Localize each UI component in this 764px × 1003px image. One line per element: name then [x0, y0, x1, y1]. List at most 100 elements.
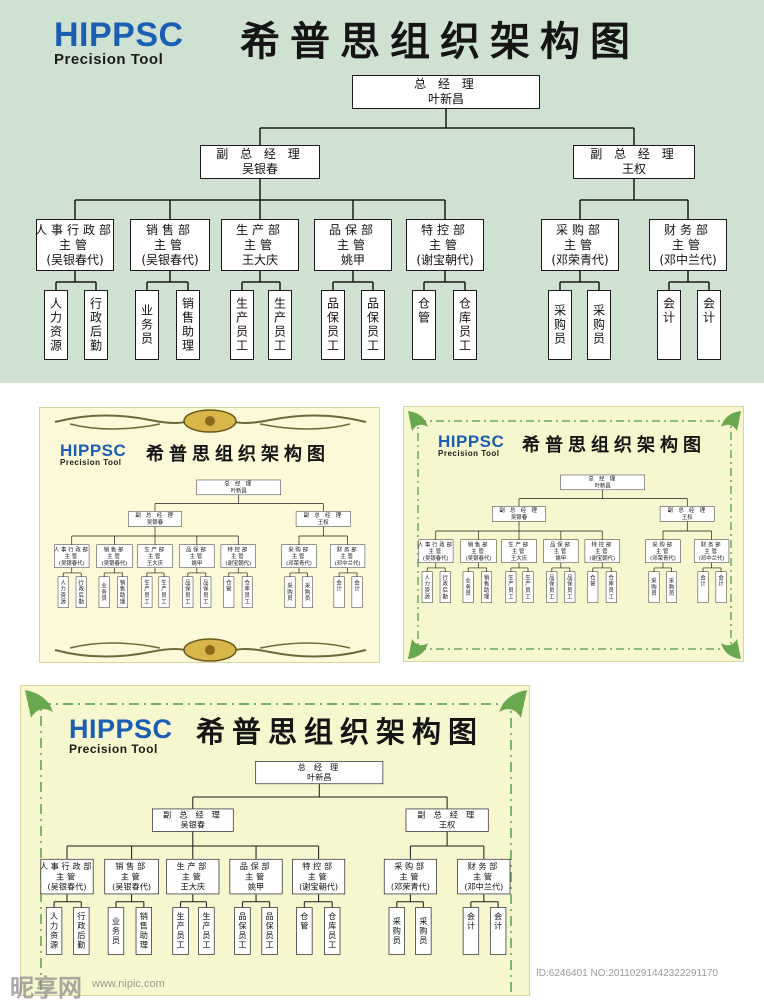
org-chart: 总 经 理叶新昌副 总 经 理吴银春副 总 经 理王权人事行政部主管(吴银春代)… [0, 0, 764, 383]
page-title: 希普思组织架构图 [522, 435, 706, 456]
department-box: 采购部主管(邓荣青代) [541, 219, 619, 271]
role-box: 会计 [657, 290, 681, 360]
role-box: 仓管 [223, 576, 235, 608]
box-label: 主管 [553, 547, 569, 555]
box-label: 主管 [181, 871, 204, 882]
department-box: 销售部主管(吴银春代) [104, 858, 159, 895]
role-box: 会计 [333, 576, 345, 608]
box-label: 主管 [189, 552, 205, 560]
ceo-box: 总 经 理叶新昌 [196, 479, 281, 496]
role-box: 行政后勤 [439, 571, 451, 603]
box-label: 叶新昌 [230, 487, 247, 494]
box-label: (邓荣青代) [650, 554, 676, 561]
role-box: 生产员工 [505, 571, 517, 603]
department-box: 特控部主管(谢宝朝代) [584, 539, 620, 563]
box-label: 吴银春 [146, 518, 164, 526]
box-label: 总 经 理 [414, 77, 478, 91]
role-box: 采购员 [284, 576, 296, 608]
role-box: 仓管 [587, 571, 599, 603]
box-label: 主管 [399, 871, 422, 882]
box-label: 主管 [563, 237, 596, 252]
box-label: 主管 [307, 871, 330, 882]
box-label: 主管 [120, 871, 143, 882]
box-label: 吴银春 [241, 162, 278, 176]
box-label: 姚甲 [247, 881, 265, 892]
box-label: 特控部 [591, 541, 614, 548]
box-label: 主管 [56, 871, 78, 882]
department-box: 人事行政部主管(吴银春代) [53, 544, 90, 568]
box-label: 吴银春 [180, 820, 206, 830]
box-label: 王权 [681, 513, 693, 521]
box-label: (邓荣青代) [551, 252, 609, 267]
department-box: 生产部主管王大庆 [221, 219, 299, 271]
role-box: 生产员工 [158, 576, 170, 608]
role-box: 业务员 [135, 290, 159, 360]
box-label: 生产部 [176, 861, 210, 871]
vp-box: 副 总 经 理吴银春 [200, 145, 320, 179]
box-label: 主管 [704, 547, 719, 555]
box-label: 财务部 [336, 546, 359, 553]
role-box: 品保员工 [564, 571, 576, 603]
brand-logo: HIPPSC Precision Tool [60, 442, 126, 467]
box-label: 主管 [340, 552, 355, 560]
box-label: (吴银春代) [47, 881, 87, 892]
box-label: 销售部 [467, 541, 490, 548]
box-label: 采购部 [288, 546, 310, 553]
org-chart: 总 经 理叶新昌副 总 经 理吴银春副 总 经 理王权人事行政部主管(吴银春代)… [404, 441, 743, 617]
box-label: 王大庆 [180, 881, 206, 892]
role-box: 仓管 [296, 907, 313, 955]
department-box: 销售部主管(吴银春代) [130, 219, 210, 271]
department-box: 品保部主管姚甲 [314, 219, 392, 271]
box-label: 采购部 [394, 861, 427, 871]
panel-green: HIPPSC Precision Tool 希普思组织架构图 总 经 理叶新昌副… [0, 0, 764, 383]
box-label: (谢宝朝代) [589, 554, 616, 561]
role-box: 生产员工 [268, 290, 292, 360]
box-label: 人事行政部 [53, 546, 90, 553]
page-title: 希普思组织架构图 [146, 444, 330, 465]
box-label: (邓中兰代) [698, 554, 725, 561]
panel-cream-vines: HIPPSC Precision Tool 希普思组织架构图 总 经 理叶新昌副… [403, 406, 744, 662]
role-box: 品保员工 [321, 290, 345, 360]
brand-tagline: Precision Tool [438, 449, 500, 458]
role-box: 品保员工 [200, 576, 212, 608]
brand-tagline: Precision Tool [54, 51, 164, 68]
role-box: 采购员 [587, 290, 611, 360]
role-box: 会计 [489, 907, 507, 955]
box-label: 叶新昌 [594, 482, 611, 489]
box-label: (邓荣青代) [390, 881, 430, 892]
department-box: 品保部主管姚甲 [179, 544, 215, 568]
box-label: 人事行政部 [39, 861, 95, 871]
box-label: 销售部 [145, 222, 194, 237]
department-box: 生产部主管王大庆 [166, 858, 220, 895]
connector-lines [55, 109, 710, 290]
brand-logo: HIPPSC Precision Tool [438, 433, 504, 458]
box-label: 主管 [231, 552, 246, 560]
box-label: 财务部 [663, 222, 712, 237]
department-box: 采购部主管(邓荣青代) [281, 544, 317, 568]
brand-logo: HIPPSC Precision Tool [54, 18, 184, 67]
box-label: 主管 [655, 547, 671, 555]
box-label: 王大庆 [146, 559, 164, 566]
box-label: 特控部 [302, 861, 335, 871]
brand-name: HIPPSC [438, 432, 505, 451]
box-label: (谢宝朝代) [225, 559, 252, 566]
box-label: 采购部 [555, 222, 604, 237]
box-label: 吴银春 [510, 513, 528, 521]
ceo-box: 总 经 理叶新昌 [560, 474, 645, 491]
box-label: 副 总 经 理 [667, 507, 707, 514]
connector-lines [53, 784, 499, 908]
org-chart: 总 经 理叶新昌副 总 经 理吴银春副 总 经 理王权人事行政部主管(吴银春代)… [40, 446, 379, 622]
brand-tagline: Precision Tool [69, 742, 158, 756]
box-label: 财务部 [467, 861, 501, 871]
role-box: 仓库员工 [324, 907, 341, 955]
role-box: 业务员 [98, 576, 110, 608]
dashed-frame [25, 690, 527, 995]
department-box: 销售部主管(吴银春代) [460, 539, 497, 563]
connector-lines [426, 490, 722, 572]
department-box: 财务部主管(邓中兰代) [457, 858, 511, 895]
box-label: 叶新昌 [307, 772, 332, 783]
brand-name: HIPPSC [54, 16, 184, 54]
department-box: 销售部主管(吴银春代) [96, 544, 133, 568]
panel-cream-large: HIPPSC Precision Tool 希普思组织架构图 总 经 理叶新昌副… [20, 685, 530, 996]
watermark-url: www.nipic.com [92, 978, 165, 990]
